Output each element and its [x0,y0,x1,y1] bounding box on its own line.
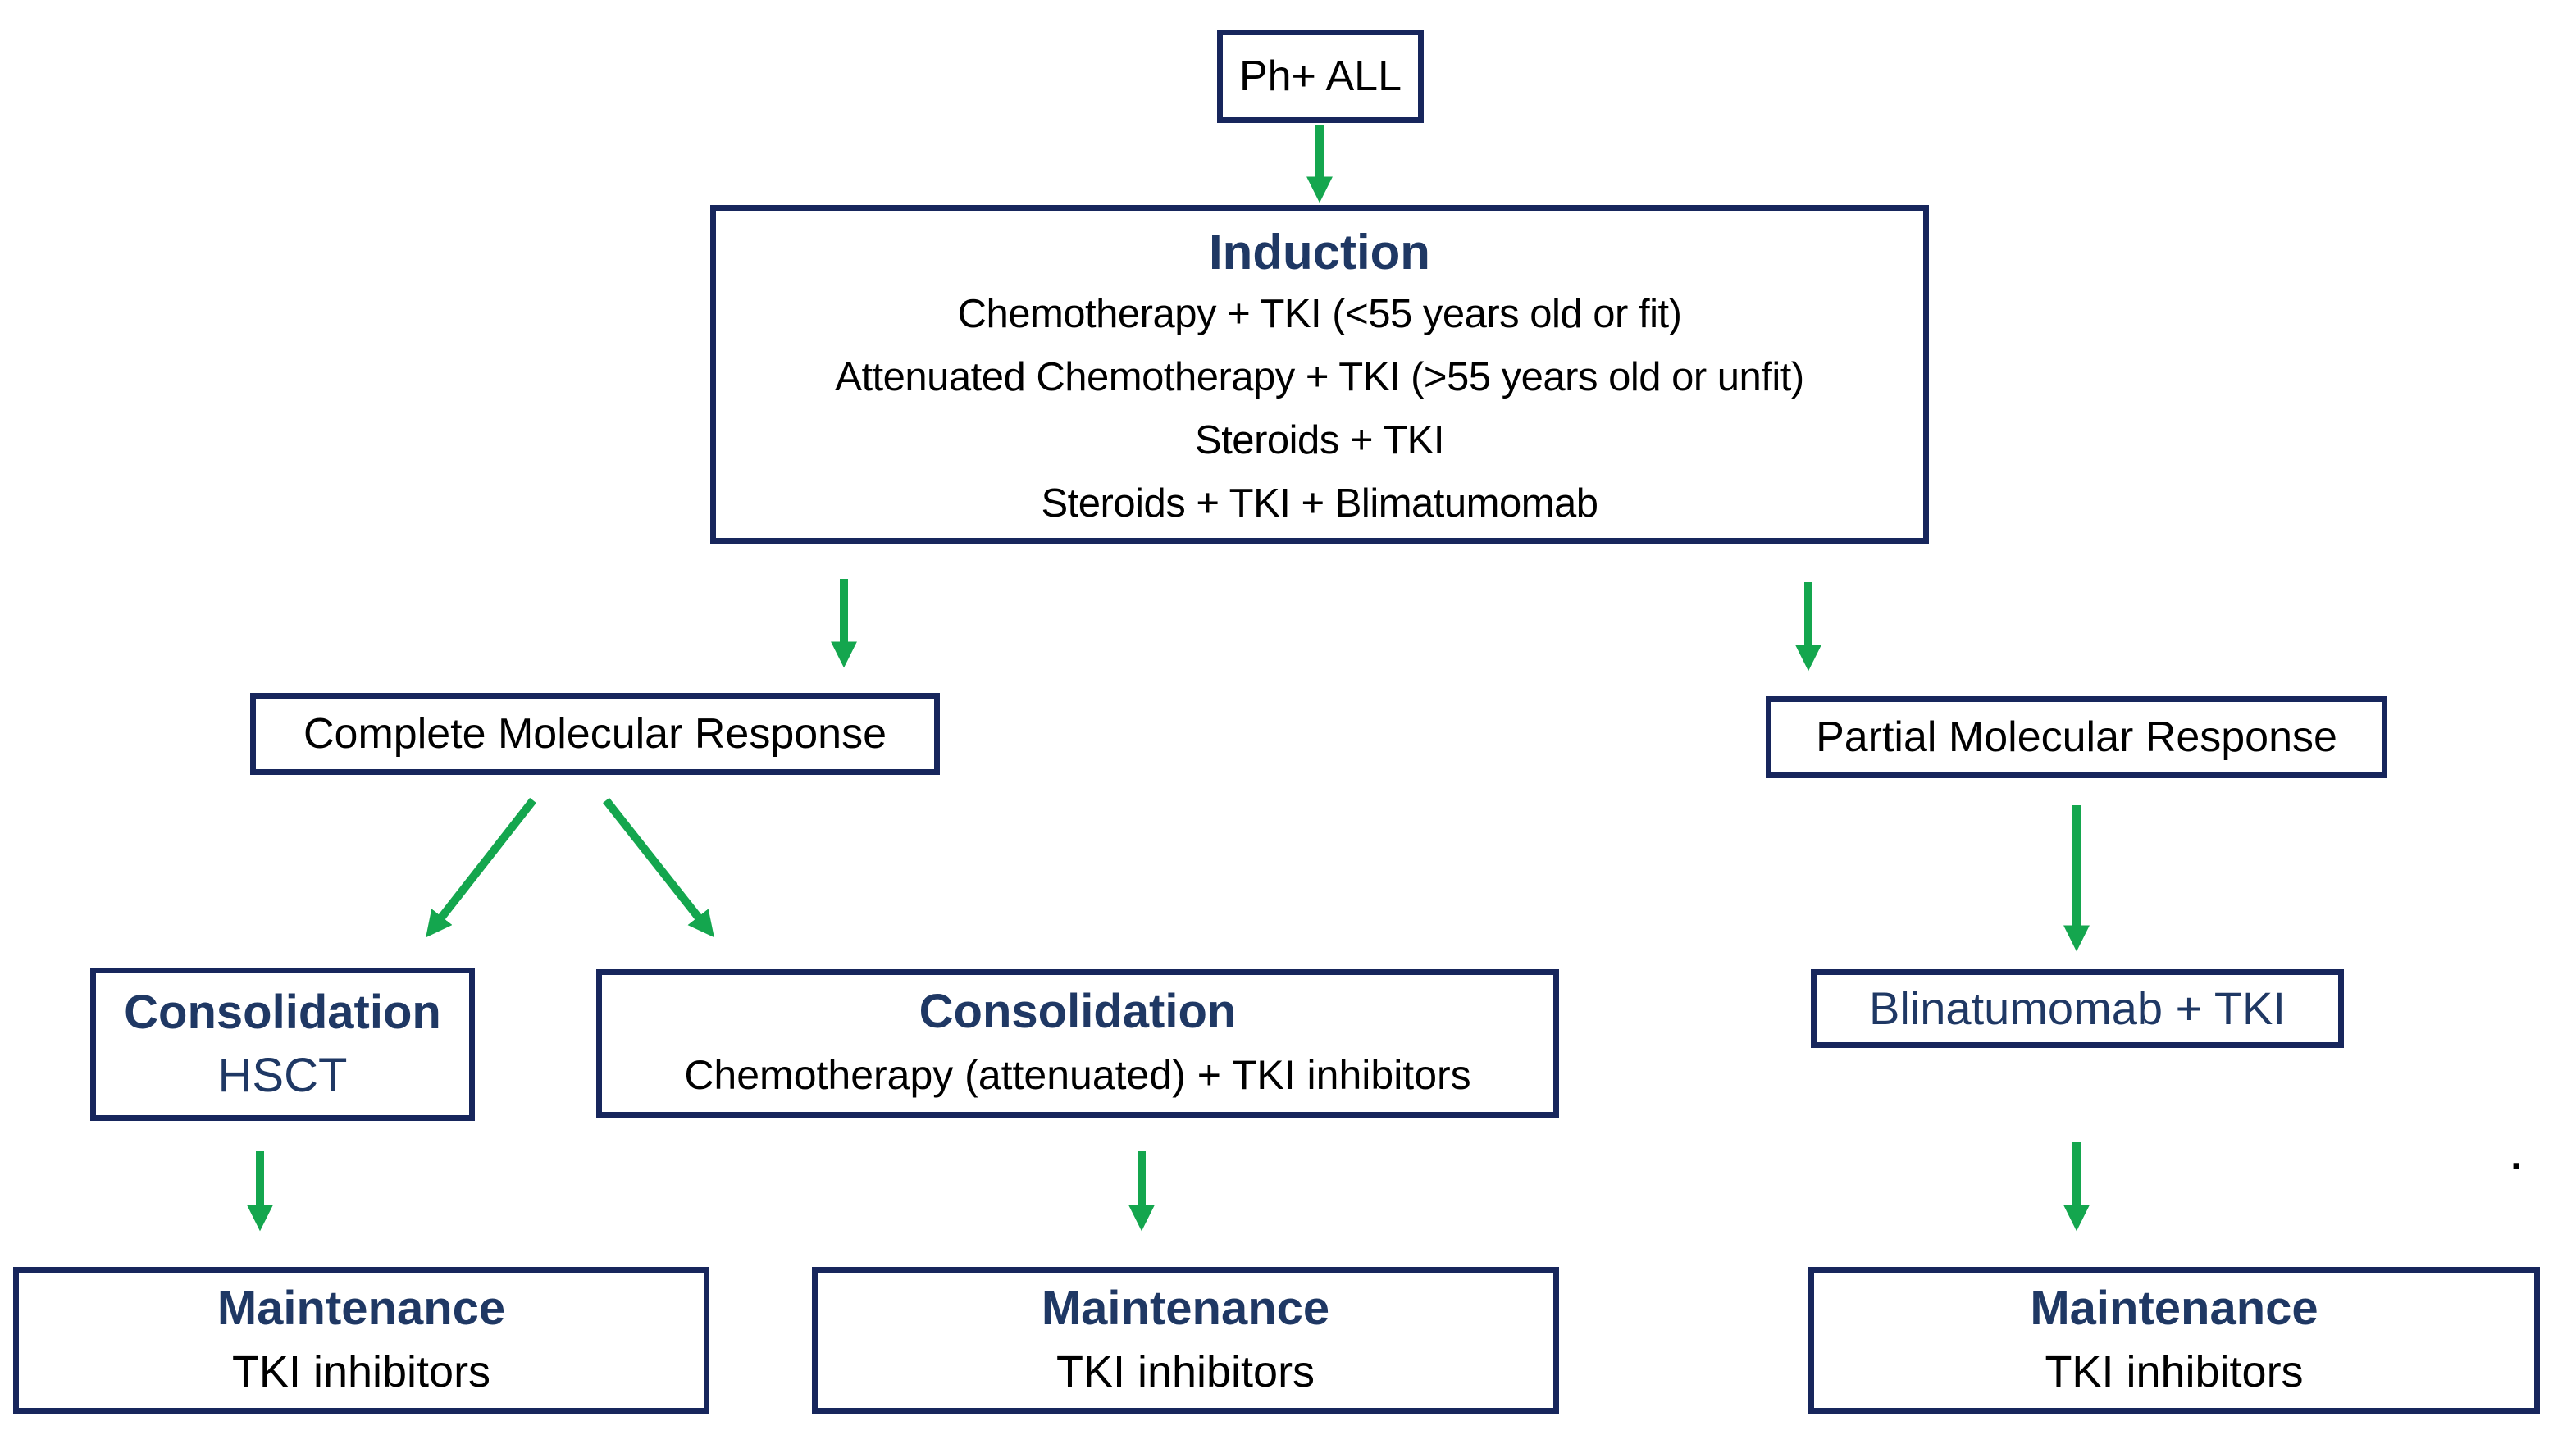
node-induction-line: Chemotherapy + TKI (<55 years old or fit… [957,292,1682,336]
node-maintenance-subtitle: TKI inhibitors [1055,1346,1315,1396]
node-consolidation-hsct-title: Consolidation [124,985,441,1039]
node-maintenance-after-hsct: Maintenance TKI inhibitors [13,1267,709,1414]
node-complete-molecular-response: Complete Molecular Response [250,693,940,775]
node-complete-molecular-response-label: Complete Molecular Response [303,710,887,758]
node-blinatumomab-tki: Blinatumomab + TKI [1811,969,2344,1048]
node-induction-line: Steroids + TKI + Blimatumomab [1041,481,1598,526]
node-partial-molecular-response: Partial Molecular Response [1766,696,2387,778]
node-partial-molecular-response-label: Partial Molecular Response [1816,713,2337,761]
node-induction-title: Induction [1209,225,1430,280]
node-maintenance-title: Maintenance [217,1281,506,1335]
node-consolidation-chemo-subtitle: Chemotherapy (attenuated) + TKI inhibito… [684,1051,1471,1098]
node-maintenance-subtitle: TKI inhibitors [231,1346,491,1396]
node-consolidation-chemo-title: Consolidation [919,984,1237,1038]
node-ph-all-label: Ph+ ALL [1238,52,1402,100]
node-induction-line: Steroids + TKI [1195,418,1444,462]
node-ph-all: Ph+ ALL [1217,30,1424,123]
node-consolidation-chemo: Consolidation Chemotherapy (attenuated) … [596,969,1559,1118]
node-maintenance-subtitle: TKI inhibitors [2045,1346,2304,1396]
node-maintenance-title: Maintenance [2030,1281,2318,1335]
stray-dot: . [2508,1117,2525,1182]
arrow-cmr-to-consolidation-chemo [603,797,714,938]
node-blinatumomab-tki-label: Blinatumomab + TKI [1869,982,2286,1034]
node-induction-line: Attenuated Chemotherapy + TKI (>55 years… [835,355,1804,399]
node-induction: Induction Chemotherapy + TKI (<55 years … [710,205,1929,544]
node-maintenance-title: Maintenance [1041,1281,1330,1335]
arrow-cmr-to-consolidation-hsct [426,797,536,938]
node-consolidation-hsct-subtitle: HSCT [217,1048,348,1102]
node-maintenance-after-blina: Maintenance TKI inhibitors [1808,1267,2540,1414]
node-consolidation-hsct: Consolidation HSCT [90,968,475,1121]
node-maintenance-after-chemo: Maintenance TKI inhibitors [812,1267,1559,1414]
